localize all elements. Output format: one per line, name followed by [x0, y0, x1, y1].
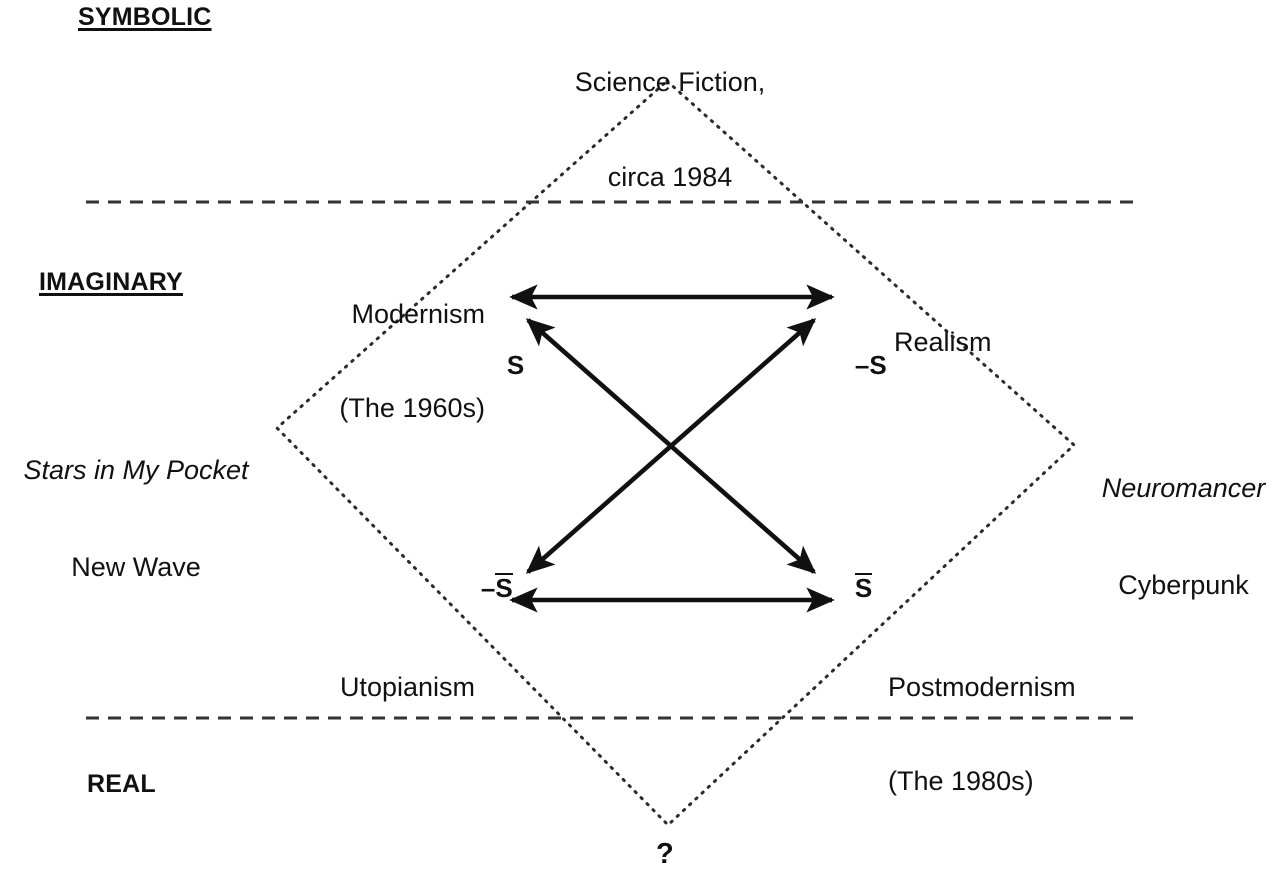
node-top-left-line-2: (The 1960s) — [339, 392, 485, 423]
term-not-s-bar: –S — [452, 543, 513, 633]
square-arrows — [509, 284, 835, 613]
work-block-right: Neuromancer Cyberpunk — [1086, 407, 1281, 666]
term-s-glyph: S — [506, 350, 525, 381]
term-not-s-bar-symbol: S — [495, 573, 513, 604]
unknown-marker: ? — [656, 838, 674, 870]
work-left-movement: New Wave — [71, 551, 201, 582]
term-not-s-bar-prefix: – — [480, 573, 496, 604]
node-top-left-line-1: Modernism — [351, 298, 485, 329]
node-bottom-right-line-2: (The 1980s) — [888, 765, 1034, 796]
term-not-s-glyph: –S — [854, 350, 887, 381]
term-s-bar: S — [826, 543, 873, 633]
node-bottom-left-line-1: Utopianism — [339, 671, 475, 702]
zone-label-symbolic: SYMBOLIC — [78, 3, 212, 31]
node-top-right-line-1: Realism — [894, 326, 992, 357]
term-s: S — [478, 320, 524, 410]
caption-line-1: Science Fiction, — [574, 66, 766, 97]
zone-label-imaginary: IMAGINARY — [39, 268, 183, 296]
dotted-diamond — [274, 78, 1077, 828]
zone-label-real: REAL — [87, 770, 156, 798]
node-bottom-right-line-1: Postmodernism — [888, 671, 1076, 702]
work-left-title: Stars in My Pocket — [23, 454, 249, 485]
node-bottom-left: Utopianism — [230, 609, 475, 766]
diagram-caption: Science Fiction, circa 1984 — [475, 3, 865, 258]
term-s-bar-symbol: S — [854, 573, 873, 604]
term-not-s: –S — [826, 320, 887, 410]
work-right-title: Neuromancer — [1101, 472, 1266, 503]
work-block-left: Stars in My Pocket New Wave — [6, 389, 266, 648]
arrow-diagonal-notsbar-to-nots — [525, 318, 817, 574]
work-right-movement: Cyberpunk — [1118, 569, 1249, 600]
node-top-right: Realism — [894, 264, 1144, 421]
caption-line-2: circa 1984 — [607, 162, 733, 193]
node-top-left: Modernism (The 1960s) — [210, 236, 485, 487]
node-bottom-right: Postmodernism (The 1980s) — [888, 609, 1178, 860]
